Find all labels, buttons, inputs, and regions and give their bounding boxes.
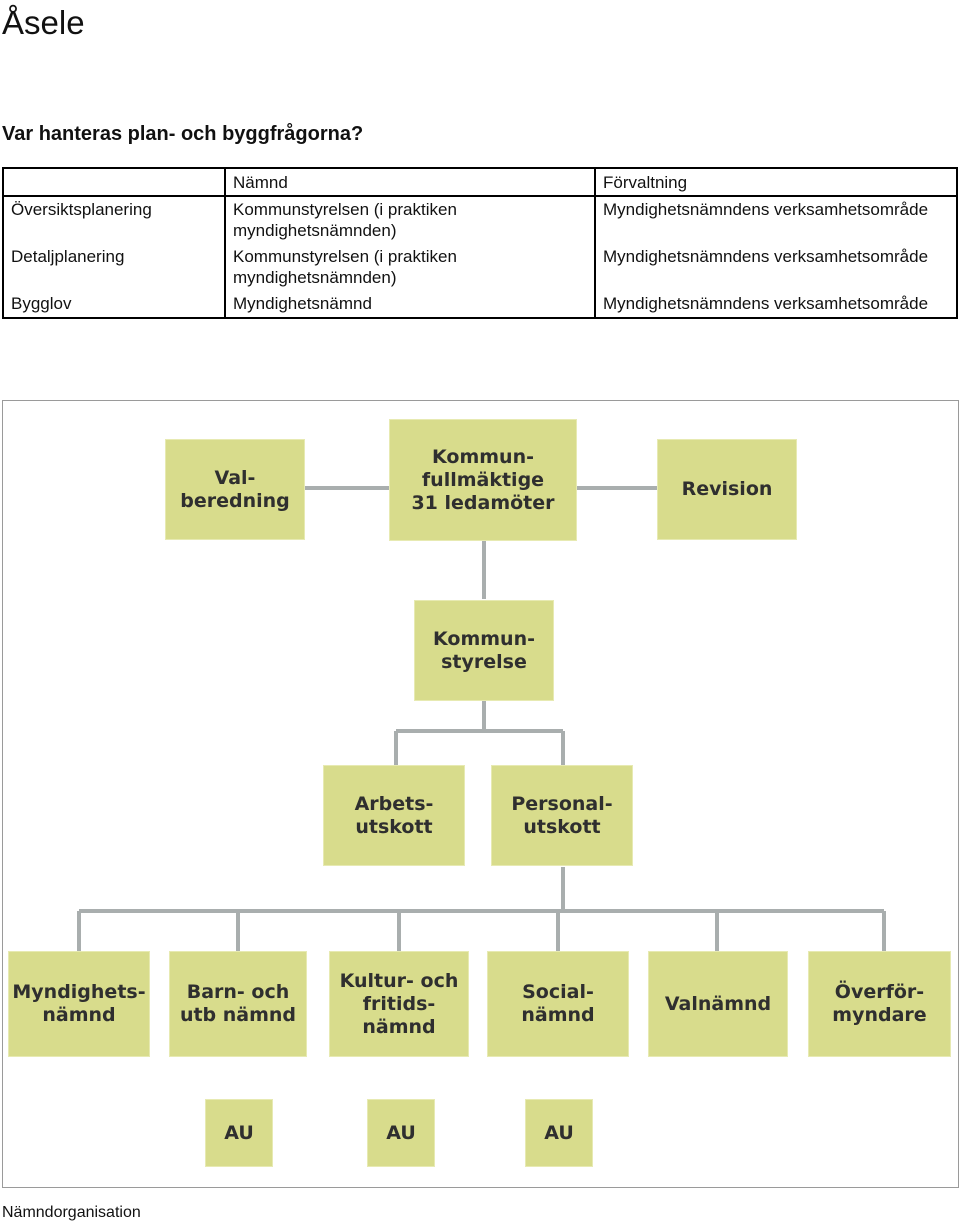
header-cell [3,168,225,197]
page-title: Åsele [2,4,85,41]
table-cell: Kommunstyrelsen (i praktiken myndighetsn… [224,244,596,291]
table-cell: Myndighetsnämndens verksamhetsområde [603,294,929,313]
table-cell: Bygglov [11,294,72,313]
org-box-barn-utb-namnd: Barn- och utb nämnd [169,951,307,1057]
org-box-myndighetsnamnd: Myndighets- nämnd [8,951,150,1057]
section-heading: Var hanteras plan- och byggfrågorna? [2,123,364,145]
table-cell: Översiktsplanering [11,200,152,219]
table-row: Översiktsplanering Kommunstyrelsen (i pr… [3,196,957,244]
org-connectors [77,486,886,951]
header-cell-namnd: Nämnd [224,168,596,197]
org-box-personalutskott: Personal- utskott [491,765,633,866]
table-row: Detaljplanering Kommunstyrelsen (i prakt… [3,244,957,291]
org-box-arbetsutskott: Arbets- utskott [323,765,465,866]
org-box-kommunstyrelse: Kommun- styrelse [414,600,554,701]
org-box-valberedning: Val- beredning [165,439,305,540]
org-box-kultur-fritidsnamnd: Kultur- och fritids- nämnd [329,951,469,1057]
table-cell: Detaljplanering [11,247,125,266]
org-chart: Val- beredning Kommun- fullmäktige 31 le… [2,400,959,1188]
table-cell: Myndighetsnämndens verksamhetsområde [603,200,929,219]
org-box-au: AU [205,1099,273,1167]
org-box-socialnamnd: Social- nämnd [487,951,629,1057]
org-box-revision: Revision [657,439,797,540]
table-cell: Myndighetsnämnd [224,291,596,318]
plan-bygg-table: Nämnd Förvaltning Översiktsplanering Kom… [2,167,958,319]
table-row: Bygglov Myndighetsnämnd Myndighetsnämnde… [3,291,957,318]
table-cell: Kommunstyrelsen (i praktiken myndighetsn… [224,196,596,244]
table-header-row: Nämnd Förvaltning [3,168,957,197]
org-box-kommunfullmaktige: Kommun- fullmäktige 31 ledamöter [389,419,577,541]
header-cell-forvaltning: Förvaltning [595,168,957,197]
org-box-overformyndare: Överför- myndare [808,951,951,1057]
org-box-au: AU [525,1099,593,1167]
figure-caption: Nämndorganisation [2,1204,141,1221]
table-cell: Myndighetsnämndens verksamhetsområde [603,247,929,266]
org-box-valnamnd: Valnämnd [648,951,788,1057]
org-box-au: AU [367,1099,435,1167]
